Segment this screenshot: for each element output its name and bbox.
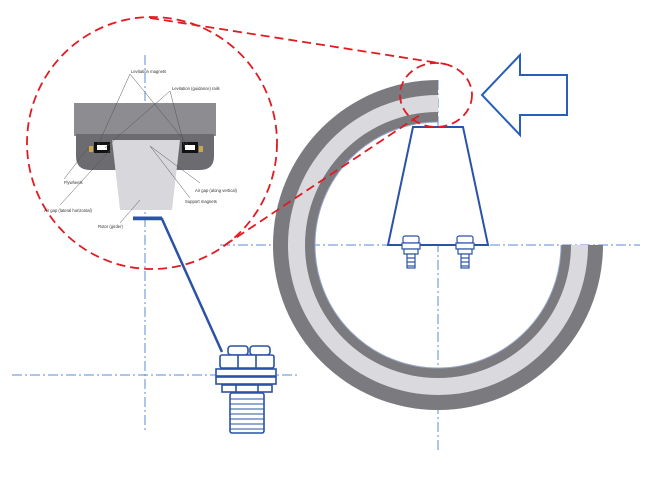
label-air-gap-vertical: Air gap (along vertical) — [195, 188, 237, 193]
callout-leader-bottom — [224, 114, 421, 246]
bolt-body — [403, 248, 419, 255]
label-flywheels: Flywheels — [64, 180, 83, 185]
detail-base — [112, 140, 180, 210]
connecting-rod — [133, 217, 224, 353]
rotor-bolt-left — [401, 235, 421, 269]
bolt-body — [402, 235, 420, 244]
label-support-magnets: Support magnets — [185, 199, 217, 204]
label-levitation-rails: Levitation (guidance) rails — [172, 86, 220, 91]
bolt-body — [460, 253, 470, 269]
wheel-ring — [273, 80, 603, 410]
bolt-body — [401, 242, 421, 250]
callout — [26, 16, 473, 270]
detail-top-plate — [74, 103, 216, 136]
detail-coil-right — [199, 146, 203, 152]
label-levitation-magnets: Levitation magnets — [131, 69, 166, 74]
callout-small-circle — [399, 62, 473, 128]
detail-magnet-left-inner — [97, 145, 107, 150]
detail-leader-lines — [59, 73, 201, 224]
hollow-left-arrow-icon — [480, 52, 568, 138]
bolt-body — [456, 235, 474, 244]
label-rotor-girder: Rotor (girder) — [98, 224, 124, 229]
callout-large-circle — [26, 16, 278, 270]
bolt-body — [455, 242, 475, 250]
detail-cross-section: Levitation magnets Levitation (guidance)… — [44, 69, 237, 229]
bolt-body — [457, 248, 473, 255]
detail-coil-left — [89, 146, 93, 152]
label-air-gap-lateral: Air gap (lateral horizontal) — [44, 208, 93, 213]
bolt-threads — [230, 398, 264, 430]
hex-bolt-icon — [215, 345, 277, 434]
bolt-body — [406, 253, 416, 269]
ring-edge-line — [314, 121, 562, 369]
callout-leader-top — [149, 17, 446, 65]
rotor-bolt-right — [455, 235, 475, 269]
rotor-trapezoid — [386, 126, 490, 246]
detail-magnet-right-inner — [185, 145, 195, 150]
